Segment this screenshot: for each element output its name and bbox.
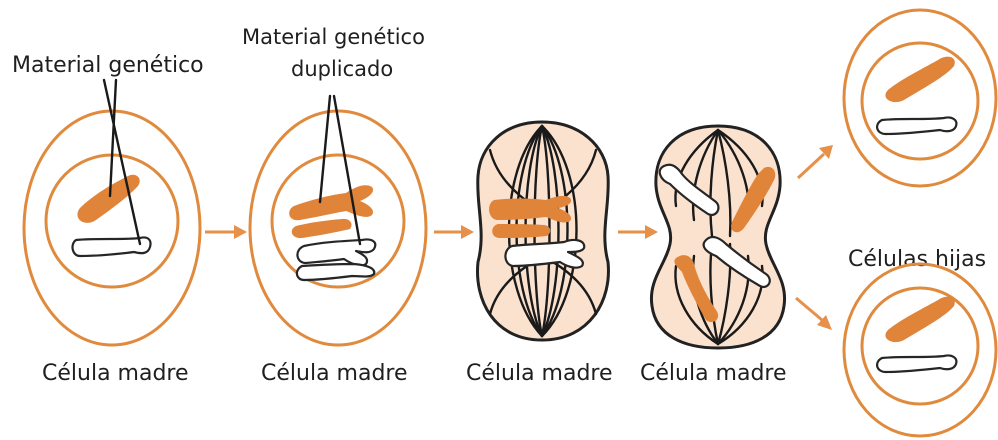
pointer-line [110, 80, 116, 196]
daughter-cell-bottom [844, 264, 996, 436]
arrow-up-right [798, 145, 833, 178]
genetic-material-label: Material genético [12, 53, 204, 78]
chromosome-white-duplicated [297, 264, 374, 280]
chromosome-orange-duplicated [292, 219, 352, 238]
chromosome-orange [885, 297, 954, 342]
arrow-right [205, 225, 247, 239]
chromosome-orange-metaphase [492, 224, 550, 238]
mother-cell-label-2: Célula madre [261, 361, 408, 386]
daughter-cell-top [844, 10, 996, 186]
chromosome-orange-metaphase [489, 196, 571, 223]
arrow-right [618, 225, 658, 239]
cell-membrane [844, 264, 996, 436]
mother-cell-label-3: Célula madre [466, 361, 613, 386]
mother-cell-label-1: Célula madre [42, 361, 189, 386]
pointer-line [104, 80, 140, 244]
chromosome-white [877, 117, 956, 134]
nucleus-membrane [862, 43, 978, 159]
stage-4-mother-cell [651, 126, 784, 348]
chromosome-white [877, 355, 956, 372]
nucleus-membrane [862, 288, 978, 404]
stage-1-mother-cell [24, 80, 200, 345]
stage-2-mother-cell [250, 96, 426, 345]
chromosome-orange-duplicated [289, 185, 373, 220]
duplicated-material-label-line1: Material genético [242, 25, 425, 49]
chromosome-white-duplicated [297, 239, 375, 265]
mother-cell-label-4: Célula madre [640, 361, 787, 386]
daughter-cells-label: Células hijas [848, 247, 986, 272]
arrow-down-right [796, 298, 832, 330]
arrow-right [434, 225, 474, 239]
chromosome-orange [885, 57, 954, 102]
duplicated-material-label-line2: duplicado [291, 57, 393, 81]
stage-3-mother-cell [478, 122, 609, 340]
